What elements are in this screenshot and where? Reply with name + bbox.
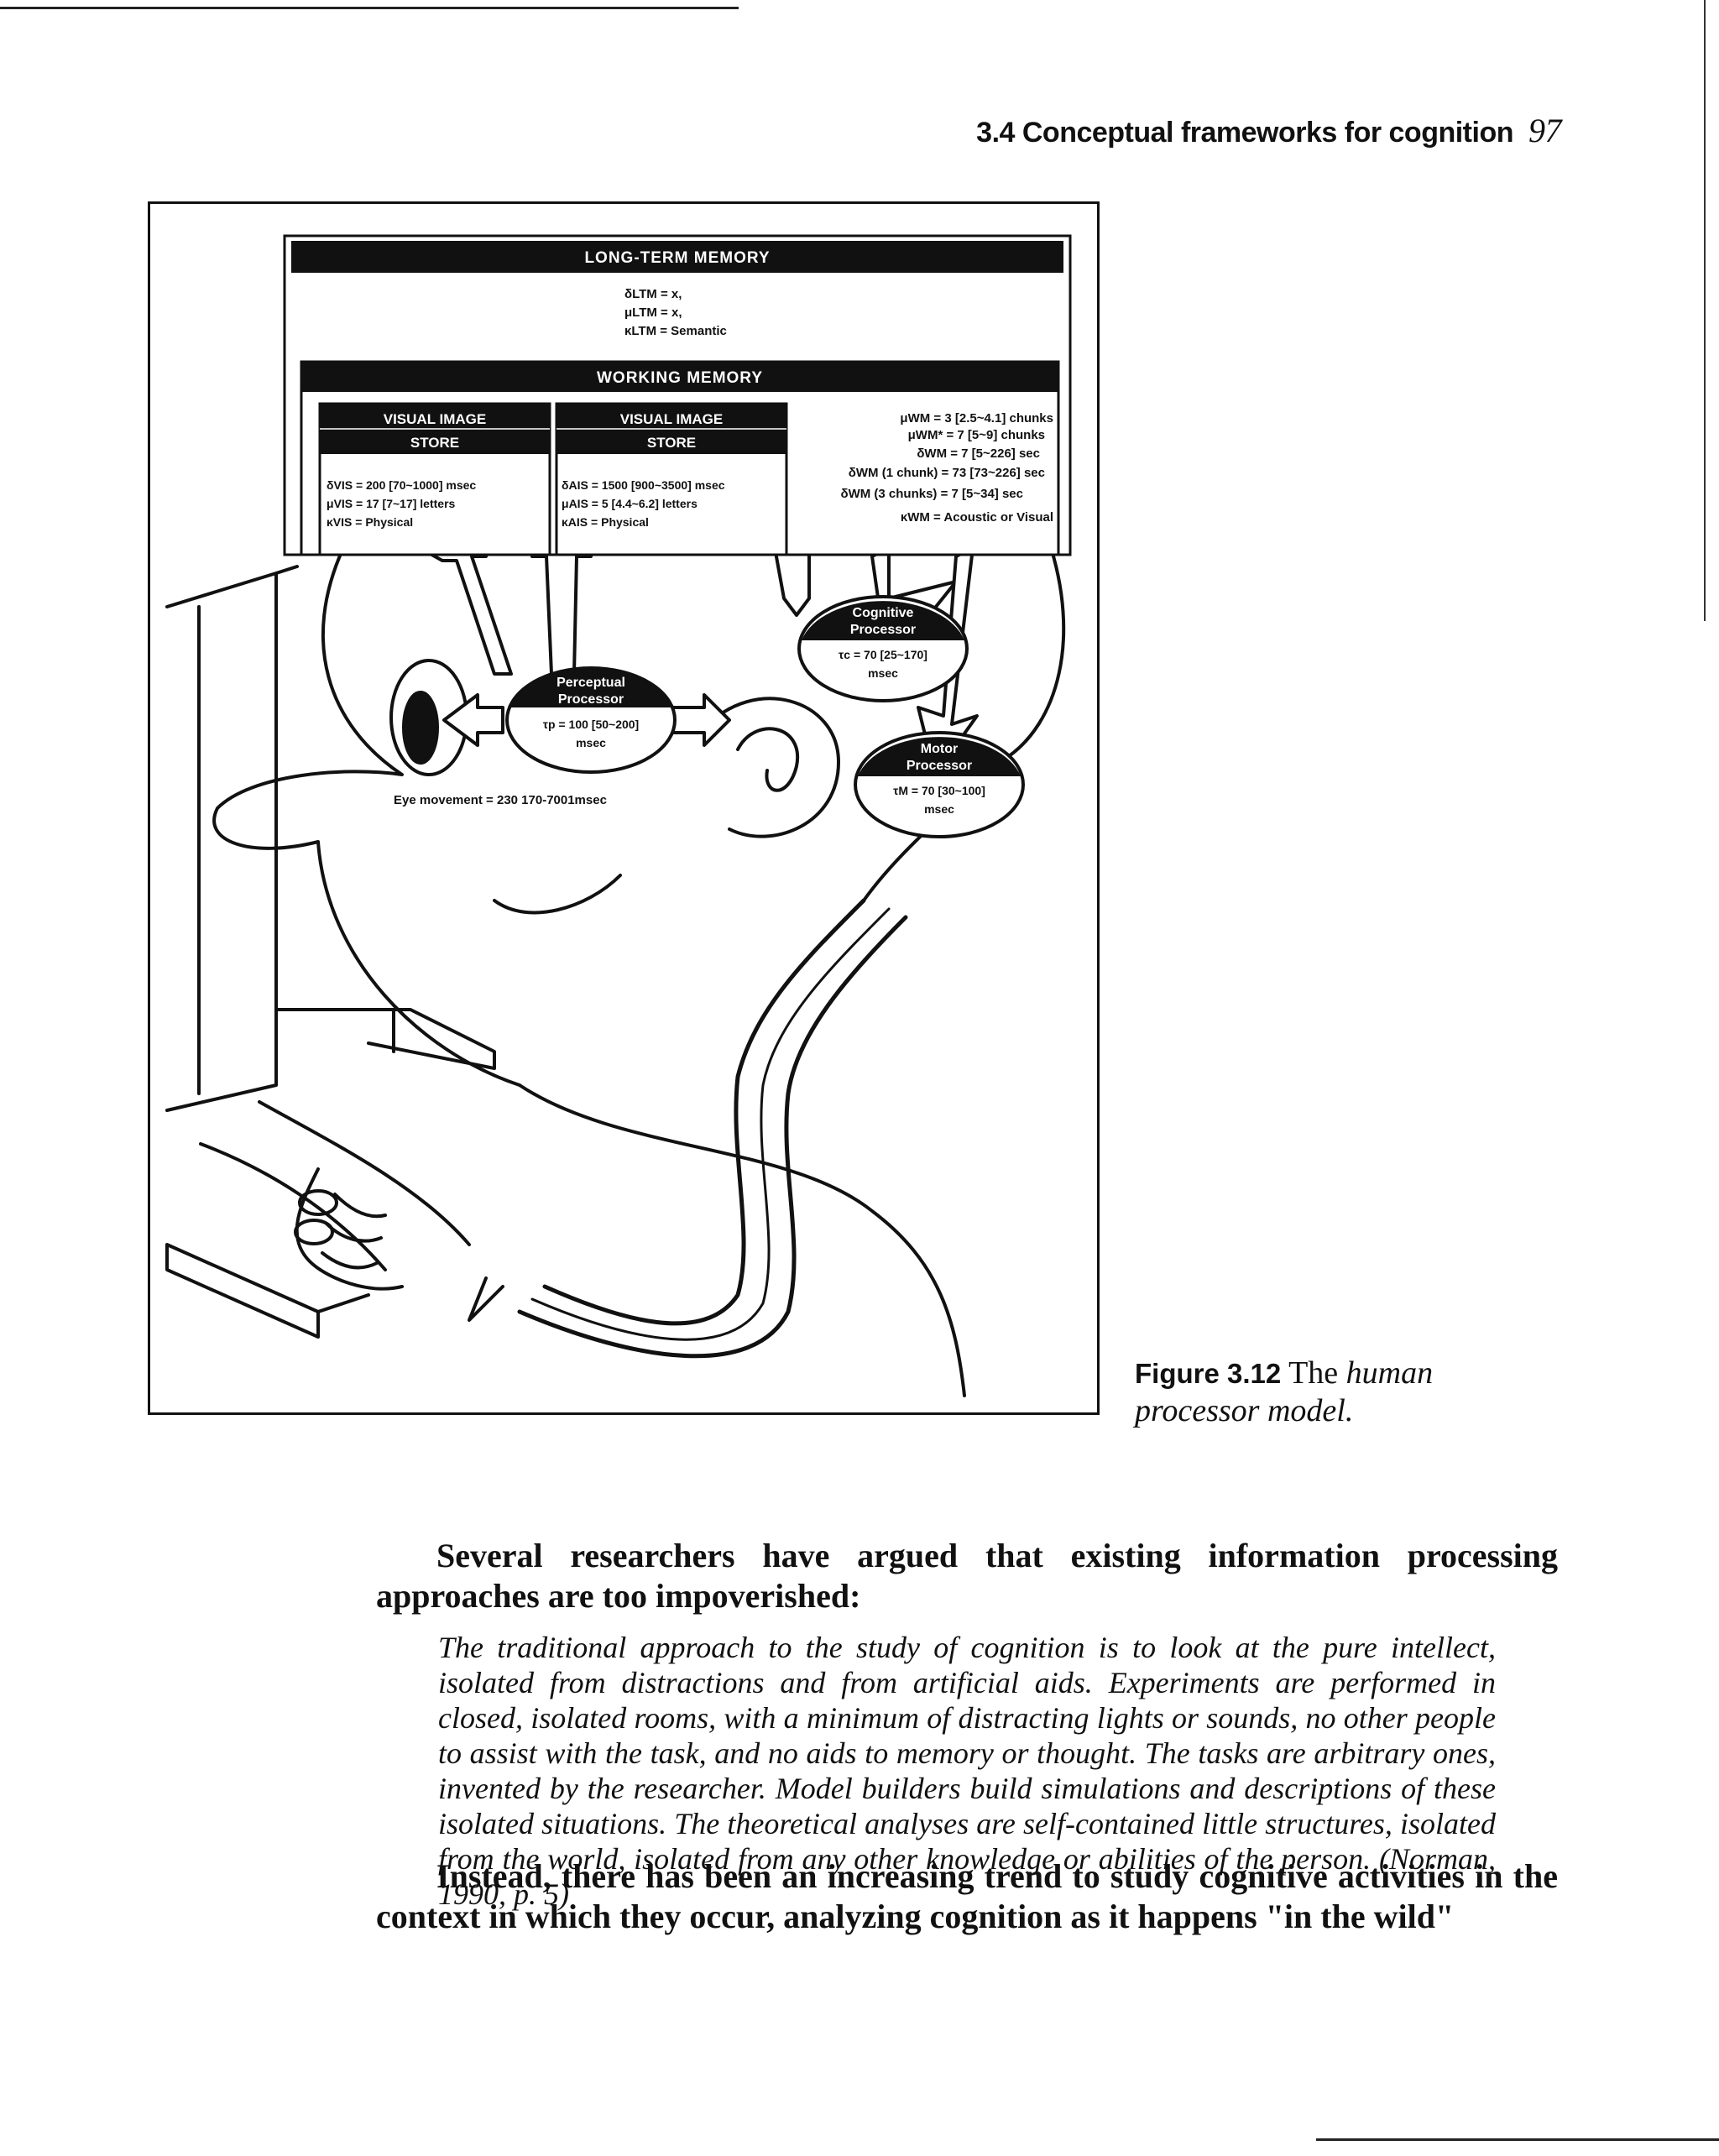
- visual-image-store-box: VISUAL IMAGE STORE δVIS = 200 [70~1000] …: [320, 404, 550, 555]
- wm-param-4: δWM (1 chunk) = 73 [73~226] sec: [849, 466, 1045, 480]
- top-rule: [0, 7, 739, 9]
- caption-text-before: The: [1288, 1355, 1346, 1391]
- cognitive-title-1: Cognitive: [853, 606, 914, 620]
- ltm-param-decay: δLTM = x,: [624, 287, 682, 301]
- ais-param-1: δAIS = 1500 [900~3500] msec: [562, 478, 725, 492]
- perceptual-title-2: Processor: [558, 692, 624, 707]
- figure-caption: Figure 3.12 The human processor model.: [1135, 1355, 1554, 1429]
- body-paragraph-2: Instead, there has been an increasing tr…: [376, 1856, 1558, 1937]
- ais-param-2: μAIS = 5 [4.4~6.2] letters: [562, 497, 698, 510]
- eye-movement-label: Eye movement = 230 170-7001msec: [394, 793, 607, 807]
- caption-number: Figure 3.12: [1135, 1358, 1281, 1389]
- paragraph-1-text: Several researchers have argued that exi…: [376, 1536, 1558, 1616]
- page-number: 97: [1528, 111, 1561, 150]
- cognitive-unit: msec: [868, 666, 898, 680]
- wm-param-6: κWM = Acoustic or Visual: [901, 510, 1053, 525]
- perceptual-processor: Perceptual Processor τp = 100 [50~200] m…: [507, 668, 675, 772]
- vis-title-1: VISUAL IMAGE: [384, 411, 486, 427]
- bottom-rule: [1316, 2138, 1719, 2141]
- wm-param-1: μWM = 3 [2.5~4.1] chunks: [900, 411, 1053, 425]
- vis-param-2: μVIS = 17 [7~17] letters: [327, 497, 456, 510]
- auditory-image-store-box: VISUAL IMAGE STORE δAIS = 1500 [900~3500…: [556, 404, 786, 555]
- perceptual-unit: msec: [576, 736, 606, 749]
- ais-title-1: VISUAL IMAGE: [620, 411, 723, 427]
- vis-title-2: STORE: [410, 435, 459, 451]
- vis-param-3: κVIS = Physical: [327, 515, 413, 529]
- running-head: 3.4 Conceptual frameworks for cognition …: [940, 111, 1561, 161]
- wm-title: WORKING MEMORY: [597, 369, 763, 387]
- perceptual-value: τp = 100 [50~200]: [543, 718, 639, 731]
- wm-param-2: μWM* = 7 [5~9] chunks: [908, 428, 1045, 442]
- body-paragraph-1: Several researchers have argued that exi…: [376, 1536, 1558, 1616]
- cognitive-value: τc = 70 [25~170]: [839, 648, 927, 661]
- human-processor-figure: LONG-TERM MEMORY δLTM = x, μLTM = x, κLT…: [148, 201, 1100, 1415]
- ais-title-2: STORE: [647, 435, 696, 451]
- motor-value: τM = 70 [30~100]: [893, 784, 985, 797]
- ltm-param-capacity: μLTM = x,: [624, 305, 682, 320]
- wm-param-3: δWM = 7 [5~226] sec: [917, 446, 1040, 461]
- motor-unit: msec: [924, 802, 954, 816]
- ais-param-3: κAIS = Physical: [562, 515, 649, 529]
- page-edge-line: [1704, 0, 1706, 621]
- running-head-section: 3.4 Conceptual frameworks for cognition: [976, 117, 1513, 149]
- wm-param-5: δWM (3 chunks) = 7 [5~34] sec: [840, 487, 1023, 501]
- ltm-title: LONG-TERM MEMORY: [584, 249, 770, 267]
- cognitive-title-2: Processor: [850, 623, 916, 637]
- motor-title-1: Motor: [921, 742, 958, 756]
- motor-processor: Motor Processor τM = 70 [30~100] msec: [855, 733, 1023, 837]
- perceptual-title-1: Perceptual: [556, 676, 625, 690]
- figure-illustration: LONG-TERM MEMORY δLTM = x, μLTM = x, κLT…: [150, 204, 1100, 1415]
- cognitive-processor: Cognitive Processor τc = 70 [25~170] mse…: [799, 597, 967, 701]
- motor-title-2: Processor: [907, 759, 972, 773]
- vis-param-1: δVIS = 200 [70~1000] msec: [327, 478, 476, 492]
- ltm-param-code: κLTM = Semantic: [624, 324, 727, 338]
